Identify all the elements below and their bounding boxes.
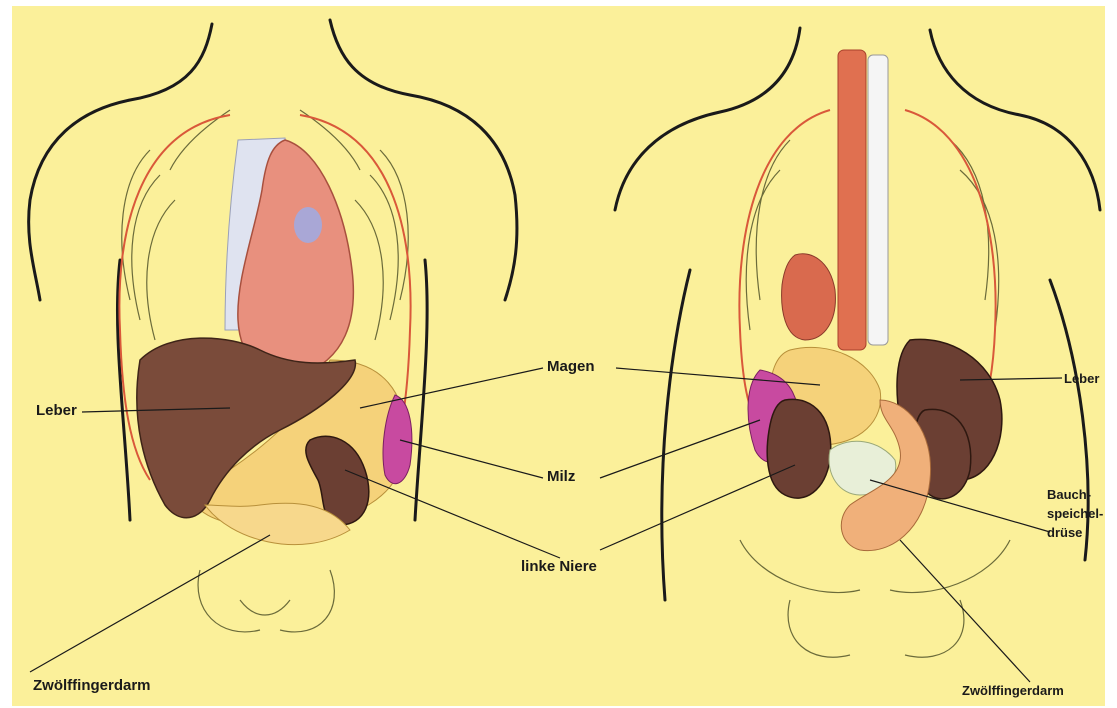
leader-milz-right bbox=[600, 420, 760, 478]
back-left-kidney bbox=[767, 399, 831, 498]
label-speichel: speichel- bbox=[1047, 505, 1103, 522]
label-bauch: Bauch- bbox=[1047, 486, 1091, 503]
label-milz: Milz bbox=[547, 468, 575, 485]
front-torso-outline-right bbox=[330, 20, 517, 300]
leader-linke-niere-right bbox=[600, 465, 795, 550]
label-druese: drüse bbox=[1047, 524, 1082, 541]
back-heart bbox=[782, 254, 836, 340]
label-linke-niere: linke Niere bbox=[521, 558, 597, 575]
leader-milz-left bbox=[400, 440, 543, 478]
leader-zwoelffingerdarm-right bbox=[900, 540, 1030, 682]
leader-zwoelffingerdarm-left bbox=[30, 535, 270, 672]
back-pelvis bbox=[788, 600, 964, 657]
back-torso-outline-left bbox=[615, 28, 800, 210]
label-magen: Magen bbox=[547, 358, 595, 375]
label-leber-left: Leber bbox=[36, 402, 77, 419]
label-zwoelffingerdarm-right: Zwölffingerdarm bbox=[962, 682, 1064, 699]
back-torso-side-left bbox=[662, 270, 690, 600]
front-torso-side-right bbox=[415, 260, 427, 520]
front-pelvis bbox=[198, 570, 334, 632]
back-vena-cava bbox=[868, 55, 888, 345]
label-leber-right: Leber bbox=[1064, 370, 1099, 387]
back-aorta bbox=[838, 50, 866, 350]
label-zwoelffingerdarm-left: Zwölffingerdarm bbox=[33, 677, 151, 694]
leader-linke-niere-left bbox=[345, 470, 560, 558]
heart-vessel bbox=[294, 207, 322, 243]
back-torso-outline-right bbox=[930, 30, 1100, 210]
